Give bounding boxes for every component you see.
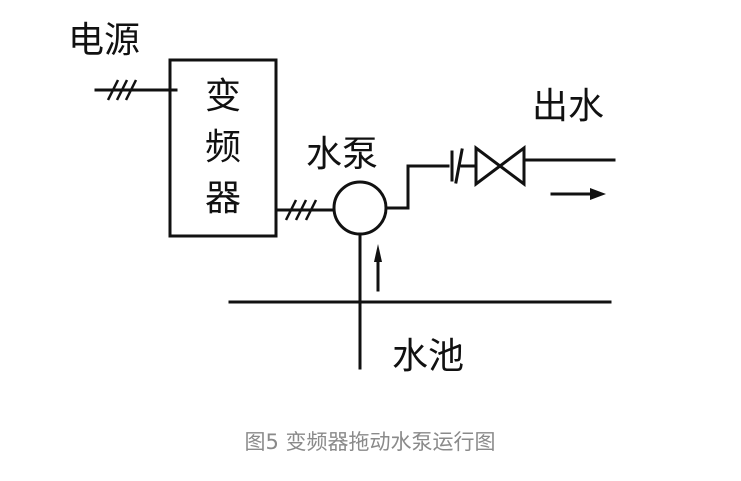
check-valve-symbol [450,148,478,184]
power-line [94,79,178,101]
inverter-label-3: 器 [205,178,241,219]
inverter-box [168,58,278,238]
suction-flow-arrow [374,244,382,292]
gate-valve-symbol [474,145,526,187]
outlet-label: 出水 [532,86,604,127]
tank-label: 水池 [392,336,464,377]
power-label: 电源 [68,20,140,61]
inverter-label-2: 频 [205,127,241,168]
figure-caption: 图5 变频器拖动水泵运行图 [244,430,495,454]
outlet-flow-arrow [550,188,606,200]
discharge-pipe [384,164,450,210]
pump-symbol [332,180,388,236]
inverter-label-1: 变 [205,76,241,117]
motor-feed-line [274,199,335,221]
pump-label: 水泵 [306,134,378,175]
